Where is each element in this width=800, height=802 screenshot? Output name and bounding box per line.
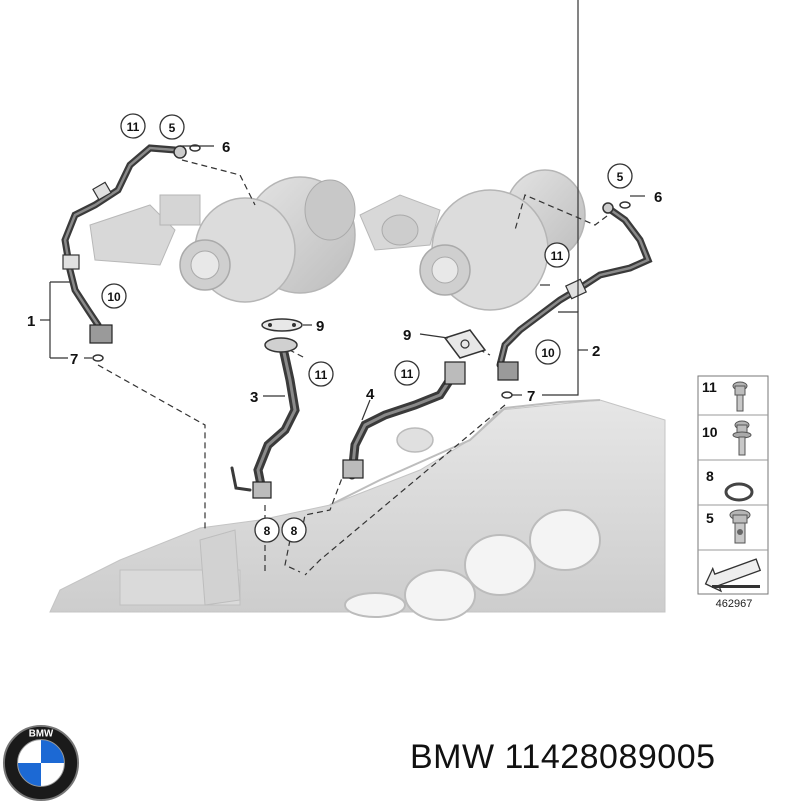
callout-5-top: 5 (159, 114, 185, 140)
svg-text:5: 5 (617, 170, 624, 184)
oil-hose-1 (61, 144, 187, 344)
turbocharger-left (89, 176, 356, 303)
oil-return-pipe-3 (230, 337, 300, 499)
legend-item-11: 11 (702, 379, 748, 412)
legend-item-5: 5 (706, 509, 751, 544)
callout-8-a: 8 (254, 517, 280, 543)
bmw-logo: BMW (2, 724, 80, 802)
svg-text:11: 11 (127, 120, 140, 134)
gasket-right (443, 329, 487, 359)
seal-ring-icon (724, 482, 754, 502)
callout-1: 1 (27, 313, 35, 330)
legend-label-10: 10 (702, 424, 718, 440)
callout-11-top: 11 (120, 113, 146, 139)
oil-hose-2 (496, 202, 653, 381)
turbocharger-right (359, 169, 586, 311)
callout-11-right: 11 (394, 360, 420, 386)
legend-item-8: 8 (706, 468, 754, 502)
callout-6-right: 6 (654, 189, 662, 206)
callout-2: 2 (592, 343, 600, 360)
bolt-icon (732, 381, 748, 412)
callout-9-right: 9 (403, 327, 411, 344)
flange-bolt-icon (732, 420, 752, 456)
banjo-bolt-icon (729, 509, 751, 544)
legend-label-5: 5 (706, 510, 714, 526)
callouts: 11 5 6 10 1 7 9 3 11 9 4 11 10 2 7 (27, 113, 662, 543)
svg-text:11: 11 (315, 368, 328, 382)
callout-7-left: 7 (70, 351, 78, 368)
callout-10-left: 10 (101, 283, 127, 309)
reference-number: 462967 (716, 598, 753, 610)
svg-text:10: 10 (541, 346, 555, 360)
gasket-left (261, 318, 303, 332)
callout-7-right: 7 (527, 388, 535, 405)
callout-10-right: 10 (535, 339, 561, 365)
callout-5-right: 5 (607, 163, 633, 189)
legend-item-10: 10 (702, 420, 752, 456)
callout-3: 3 (250, 389, 258, 406)
callout-11-right-upper: 11 (544, 242, 570, 268)
callout-6-top: 6 (222, 139, 230, 156)
svg-text:8: 8 (291, 524, 298, 538)
leader-lines (40, 0, 645, 421)
parts-legend: 11 10 8 5 (697, 375, 769, 610)
callout-8-b: 8 (281, 517, 307, 543)
callout-9-left: 9 (316, 318, 324, 335)
legend-label-11: 11 (702, 379, 717, 395)
svg-text:10: 10 (107, 290, 121, 304)
svg-text:11: 11 (401, 367, 414, 381)
svg-text:8: 8 (264, 524, 271, 538)
arrow-icon (704, 558, 762, 593)
svg-text:5: 5 (169, 121, 176, 135)
logo-lettering: BMW (29, 729, 54, 740)
engine-block (49, 399, 666, 621)
callout-11-mid: 11 (308, 361, 334, 387)
oil-return-pipe-4 (342, 361, 466, 480)
legend-label-8: 8 (706, 468, 714, 484)
part-number-caption: BMW 11428089005 (410, 738, 716, 776)
svg-text:11: 11 (551, 249, 564, 263)
callout-4: 4 (366, 386, 375, 403)
